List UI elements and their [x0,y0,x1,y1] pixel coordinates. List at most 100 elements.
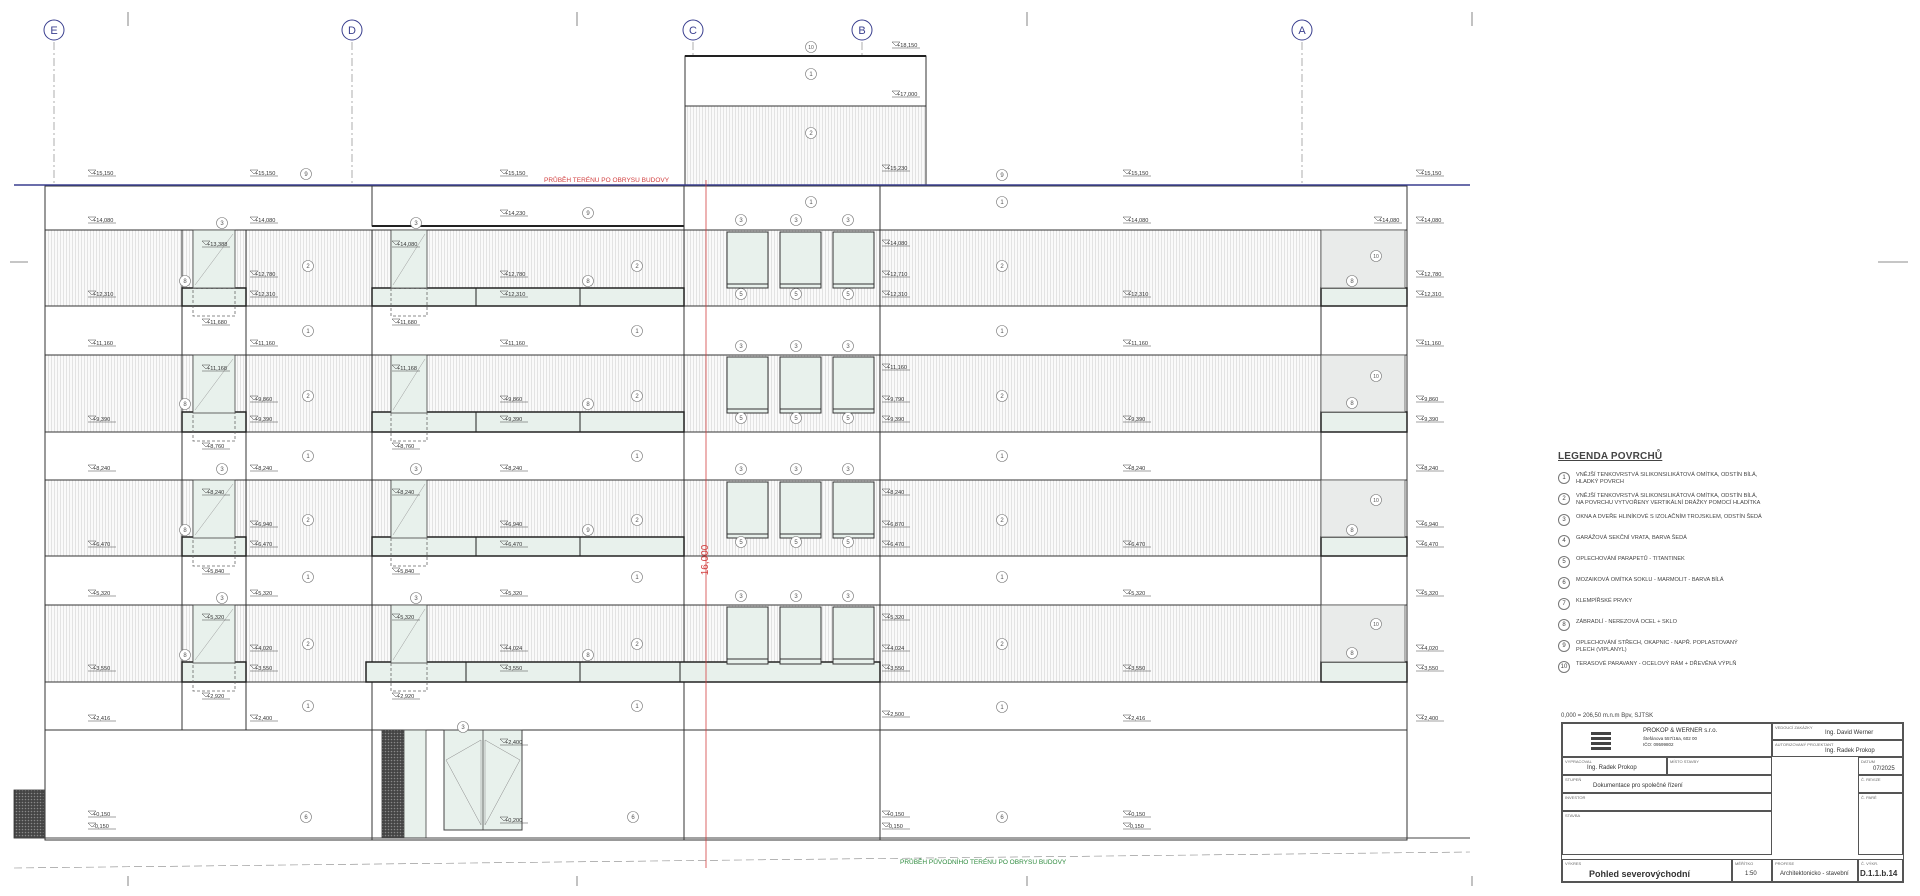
level-mark: +11,160 [881,363,910,371]
marker-number: 10 [1373,374,1379,380]
legend-item-text: GARÁŽOVÁ SEKČNÍ VRATA, BARVA ŠEDÁ [1576,535,1687,541]
marker-number: 1 [635,454,639,460]
level-value: +12,310 [255,292,275,298]
marker-number: 6 [631,815,635,821]
level-mark: +12,710 [881,270,910,278]
surface-marker: 3 [735,340,747,352]
door-swing [390,412,428,442]
title-block: PROKOP & WERNER s.r.o. Štefánova 557/16a… [1561,722,1904,883]
marker-number: 3 [739,344,743,350]
legend-item-text: OPLECHOVÁNÍ STŘECH, OKAPNIC - NAPŘ. POPL… [1576,640,1738,653]
surface-marker: 5 [842,536,854,548]
level-mark: +8,760 [201,442,230,450]
level-value: +2,416 [1128,716,1145,722]
drawn-label: Vypracoval [1565,759,1592,764]
marker-number: 8 [183,653,187,659]
legend-item-number: 6 [1558,577,1570,589]
terrain-top-label: PRŮBĚH TERÉNU PO OBRYSU BUDOVY [544,175,670,184]
marker-number: 9 [586,528,590,534]
surface-marker: 6 [300,811,312,823]
level-mark: +18,150 [891,41,920,49]
building-label: Stavba [1565,813,1581,818]
marker-number: 1 [1000,200,1004,206]
date-value: 07/2025 [1873,766,1895,772]
marker-number: 9 [1000,173,1004,179]
window [726,606,769,665]
surface-marker: 10 [1370,250,1382,262]
level-value: +5,320 [1421,591,1438,597]
level-value: +2,920 [397,694,414,700]
marker-number: 2 [635,642,639,648]
level-mark: +9,790 [881,395,910,403]
marker-number: 2 [635,264,639,270]
surface-marker: 5 [735,536,747,548]
level-value: +9,390 [505,417,522,423]
window [779,606,822,665]
auth-name: Ing. Radek Prokop [1825,748,1875,754]
marker-number: 3 [846,218,850,224]
marker-number: 5 [846,292,850,298]
title-label: Výkres [1565,861,1582,866]
marker-number: 1 [1000,575,1004,581]
surface-marker: 1 [631,571,643,583]
level-mark: +8,240 [1122,464,1151,472]
number-label: Č. výkr. [1861,861,1879,866]
level-value: +5,320 [255,591,272,597]
marker-number: 3 [414,596,418,602]
level-mark: +14,080 [1122,216,1151,224]
drawing-number: D.1.1.b.14 [1860,869,1898,878]
surface-marker: 8 [179,398,191,410]
surface-marker: 2 [302,638,314,650]
marker-number: 3 [739,467,743,473]
level-mark: +11,680 [391,318,420,326]
marker-number: 1 [1000,705,1004,711]
level-mark: +9,860 [499,395,528,403]
marker-number: 2 [1000,394,1004,400]
level-mark: +11,160 [87,339,116,347]
window [726,481,769,539]
level-mark: +12,310 [1415,290,1444,298]
level-mark: +2,500 [881,710,910,718]
window [726,231,769,289]
marker-number: 3 [846,467,850,473]
surface-marker: 2 [302,514,314,526]
window [779,481,822,539]
sheet-ticks [10,12,1908,886]
surface-marker: 8 [179,524,191,536]
legend-title: LEGENDA POVRCHŮ [1558,451,1663,462]
surface-marker: 1 [996,325,1008,337]
surface-marker: 2 [631,514,643,526]
axis-bubble-a: A [1291,19,1313,41]
level-value: +8,760 [397,444,414,450]
level-mark: +3,550 [1122,664,1151,672]
legend-item-number: 10 [1558,661,1570,673]
door-swing [192,287,236,317]
level-mark: +15,150 [1415,169,1444,177]
axis-label: B [858,25,865,37]
axis-label: C [689,25,697,37]
surface-marker: 9 [582,207,594,219]
surface-marker: 8 [582,275,594,287]
surface-marker: 2 [996,638,1008,650]
marker-number: 10 [1373,498,1379,504]
window [779,356,822,414]
marker-number: 2 [635,518,639,524]
level-mark: +2,400 [249,714,278,722]
level-mark: +2,920 [391,692,420,700]
level-value: +2,416 [93,716,110,722]
level-mark: +9,390 [881,415,910,423]
marker-number: 3 [794,344,798,350]
marker-number: 2 [1000,518,1004,524]
level-mark: +5,320 [499,589,528,597]
level-mark: +0,150 [87,810,116,818]
level-value: +12,310 [887,292,907,298]
level-mark: +15,150 [87,169,116,177]
legend-item-text: MOZAIKOVÁ OMÍTKA SOKLU - MARMOLIT - BARV… [1576,577,1724,583]
door-swing [390,287,428,317]
level-mark: +12,780 [1415,270,1444,278]
level-value: +12,780 [255,272,275,278]
